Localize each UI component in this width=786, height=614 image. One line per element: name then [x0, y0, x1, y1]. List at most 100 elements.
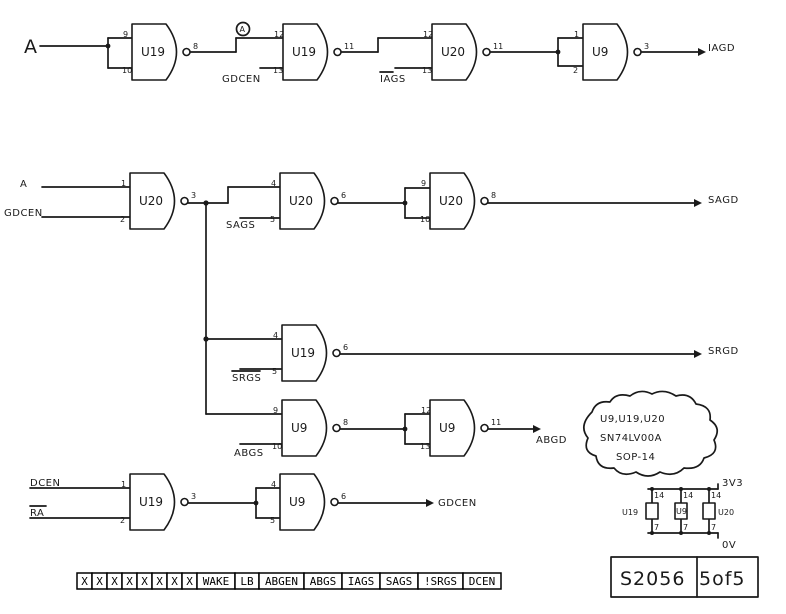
signal-strip-label: IAGS [348, 575, 375, 588]
row-3-chain [29, 487, 434, 519]
gate-pin: 10 [272, 442, 282, 451]
gate-pin: 3 [191, 492, 196, 501]
gate-pin: 5 [272, 367, 277, 376]
note-line-3: SOP-14 [616, 452, 655, 463]
gate-pin: 6 [341, 191, 346, 200]
gate-ref: U20 [441, 45, 465, 59]
input-ra: RA [30, 508, 44, 519]
signal-strip-cell: ABGS [303, 572, 343, 590]
signal-strip-label: X [111, 575, 118, 588]
output-sagd: SAGD [708, 195, 739, 206]
label-gdcen: GDCEN [222, 74, 261, 85]
gate-ref: U20 [289, 194, 313, 208]
gnd-pin: 7 [654, 523, 659, 532]
vcc-pin: 14 [711, 491, 721, 500]
gate-pin: 8 [491, 191, 496, 200]
gnd-label: 0V [722, 540, 736, 551]
gate-pin: 8 [193, 42, 198, 51]
gate-pin: 2 [120, 215, 125, 224]
gate-ref: U19 [291, 346, 315, 360]
gate-pin: 10 [420, 215, 430, 224]
signal-labels: A A GDCEN DCEN RA A GDCEN IAGS SAGS SRGS… [4, 21, 739, 519]
gate-ref: U19 [139, 495, 163, 509]
gate-pin: 11 [344, 42, 354, 51]
signal-strip-label: SAGS [386, 575, 413, 588]
label-abgs: ABGS [234, 448, 264, 459]
nand-gate: U19 1 2 3 [120, 473, 196, 531]
row-2-chain [41, 186, 702, 445]
gate-pin: 5 [270, 215, 275, 224]
input-dcen: DCEN [30, 478, 60, 489]
output-abgd: ABGD [536, 435, 567, 446]
title-block: S2056 5of5 [610, 556, 759, 598]
signal-strip-label: X [171, 575, 178, 588]
gate-ref: U9 [439, 421, 455, 435]
gate-pin: 4 [273, 331, 278, 340]
gnd-pin: 7 [683, 523, 688, 532]
gate-ref: U9 [592, 45, 608, 59]
signal-strip-cell: X [181, 572, 198, 590]
signal-strip-cell: X [151, 572, 168, 590]
signal-strip-label: X [141, 575, 148, 588]
signal-strip-label: !SRGS [424, 575, 457, 588]
gate-pin: 12 [423, 30, 433, 39]
gate-ref: U20 [139, 194, 163, 208]
signal-strip-cell: X [166, 572, 183, 590]
signal-strip-cell: WAKE [196, 572, 236, 590]
gate-pin: 10 [122, 66, 132, 75]
gate-pin: 5 [270, 516, 275, 525]
signal-strip-cell: !SRGS [417, 572, 464, 590]
gate-pin: 2 [120, 516, 125, 525]
sheet-number: 5of5 [699, 568, 746, 590]
signal-strip-label: WAKE [203, 575, 230, 588]
note-line-2: SN74LV00A [600, 433, 662, 444]
output-iagd: IAGD [708, 43, 735, 54]
power-chip: 14 7 U9 [674, 488, 693, 534]
vcc-label: 3V3 [722, 478, 743, 489]
label-sags: SAGS [226, 220, 255, 231]
signal-strip-cell: LB [234, 572, 260, 590]
gate-pin: 11 [493, 42, 503, 51]
gate-pin: 12 [274, 30, 284, 39]
signal-strip-cell: ABGEN [258, 572, 305, 590]
signal-strip-cell: X [121, 572, 138, 590]
signal-strip-label: X [96, 575, 103, 588]
signal-strip-label: X [81, 575, 88, 588]
a-circle-label: A [240, 25, 246, 34]
signal-strip-cell: SAGS [379, 572, 419, 590]
signal-strip-cell: X [91, 572, 108, 590]
gate-pin: 2 [573, 66, 578, 75]
input-gdcen: GDCEN [4, 208, 43, 219]
vcc-pin: 14 [683, 491, 693, 500]
vcc-pin: 14 [654, 491, 664, 500]
row-1-chain [39, 37, 706, 69]
signal-strip-cell: X [106, 572, 123, 590]
note-line-1: U9,U19,U20 [600, 414, 665, 425]
chip-label: U9 [676, 507, 687, 516]
signal-strip-label: ABGEN [265, 575, 298, 588]
gate-pin: 8 [343, 418, 348, 427]
gate-pin: 9 [421, 179, 426, 188]
signal-strip-label: LB [240, 575, 254, 588]
label-iags: IAGS [380, 74, 406, 85]
signal-strip-cell: X [136, 572, 153, 590]
gate-pin: 1 [121, 480, 126, 489]
signal-strip-cell: IAGS [341, 572, 381, 590]
